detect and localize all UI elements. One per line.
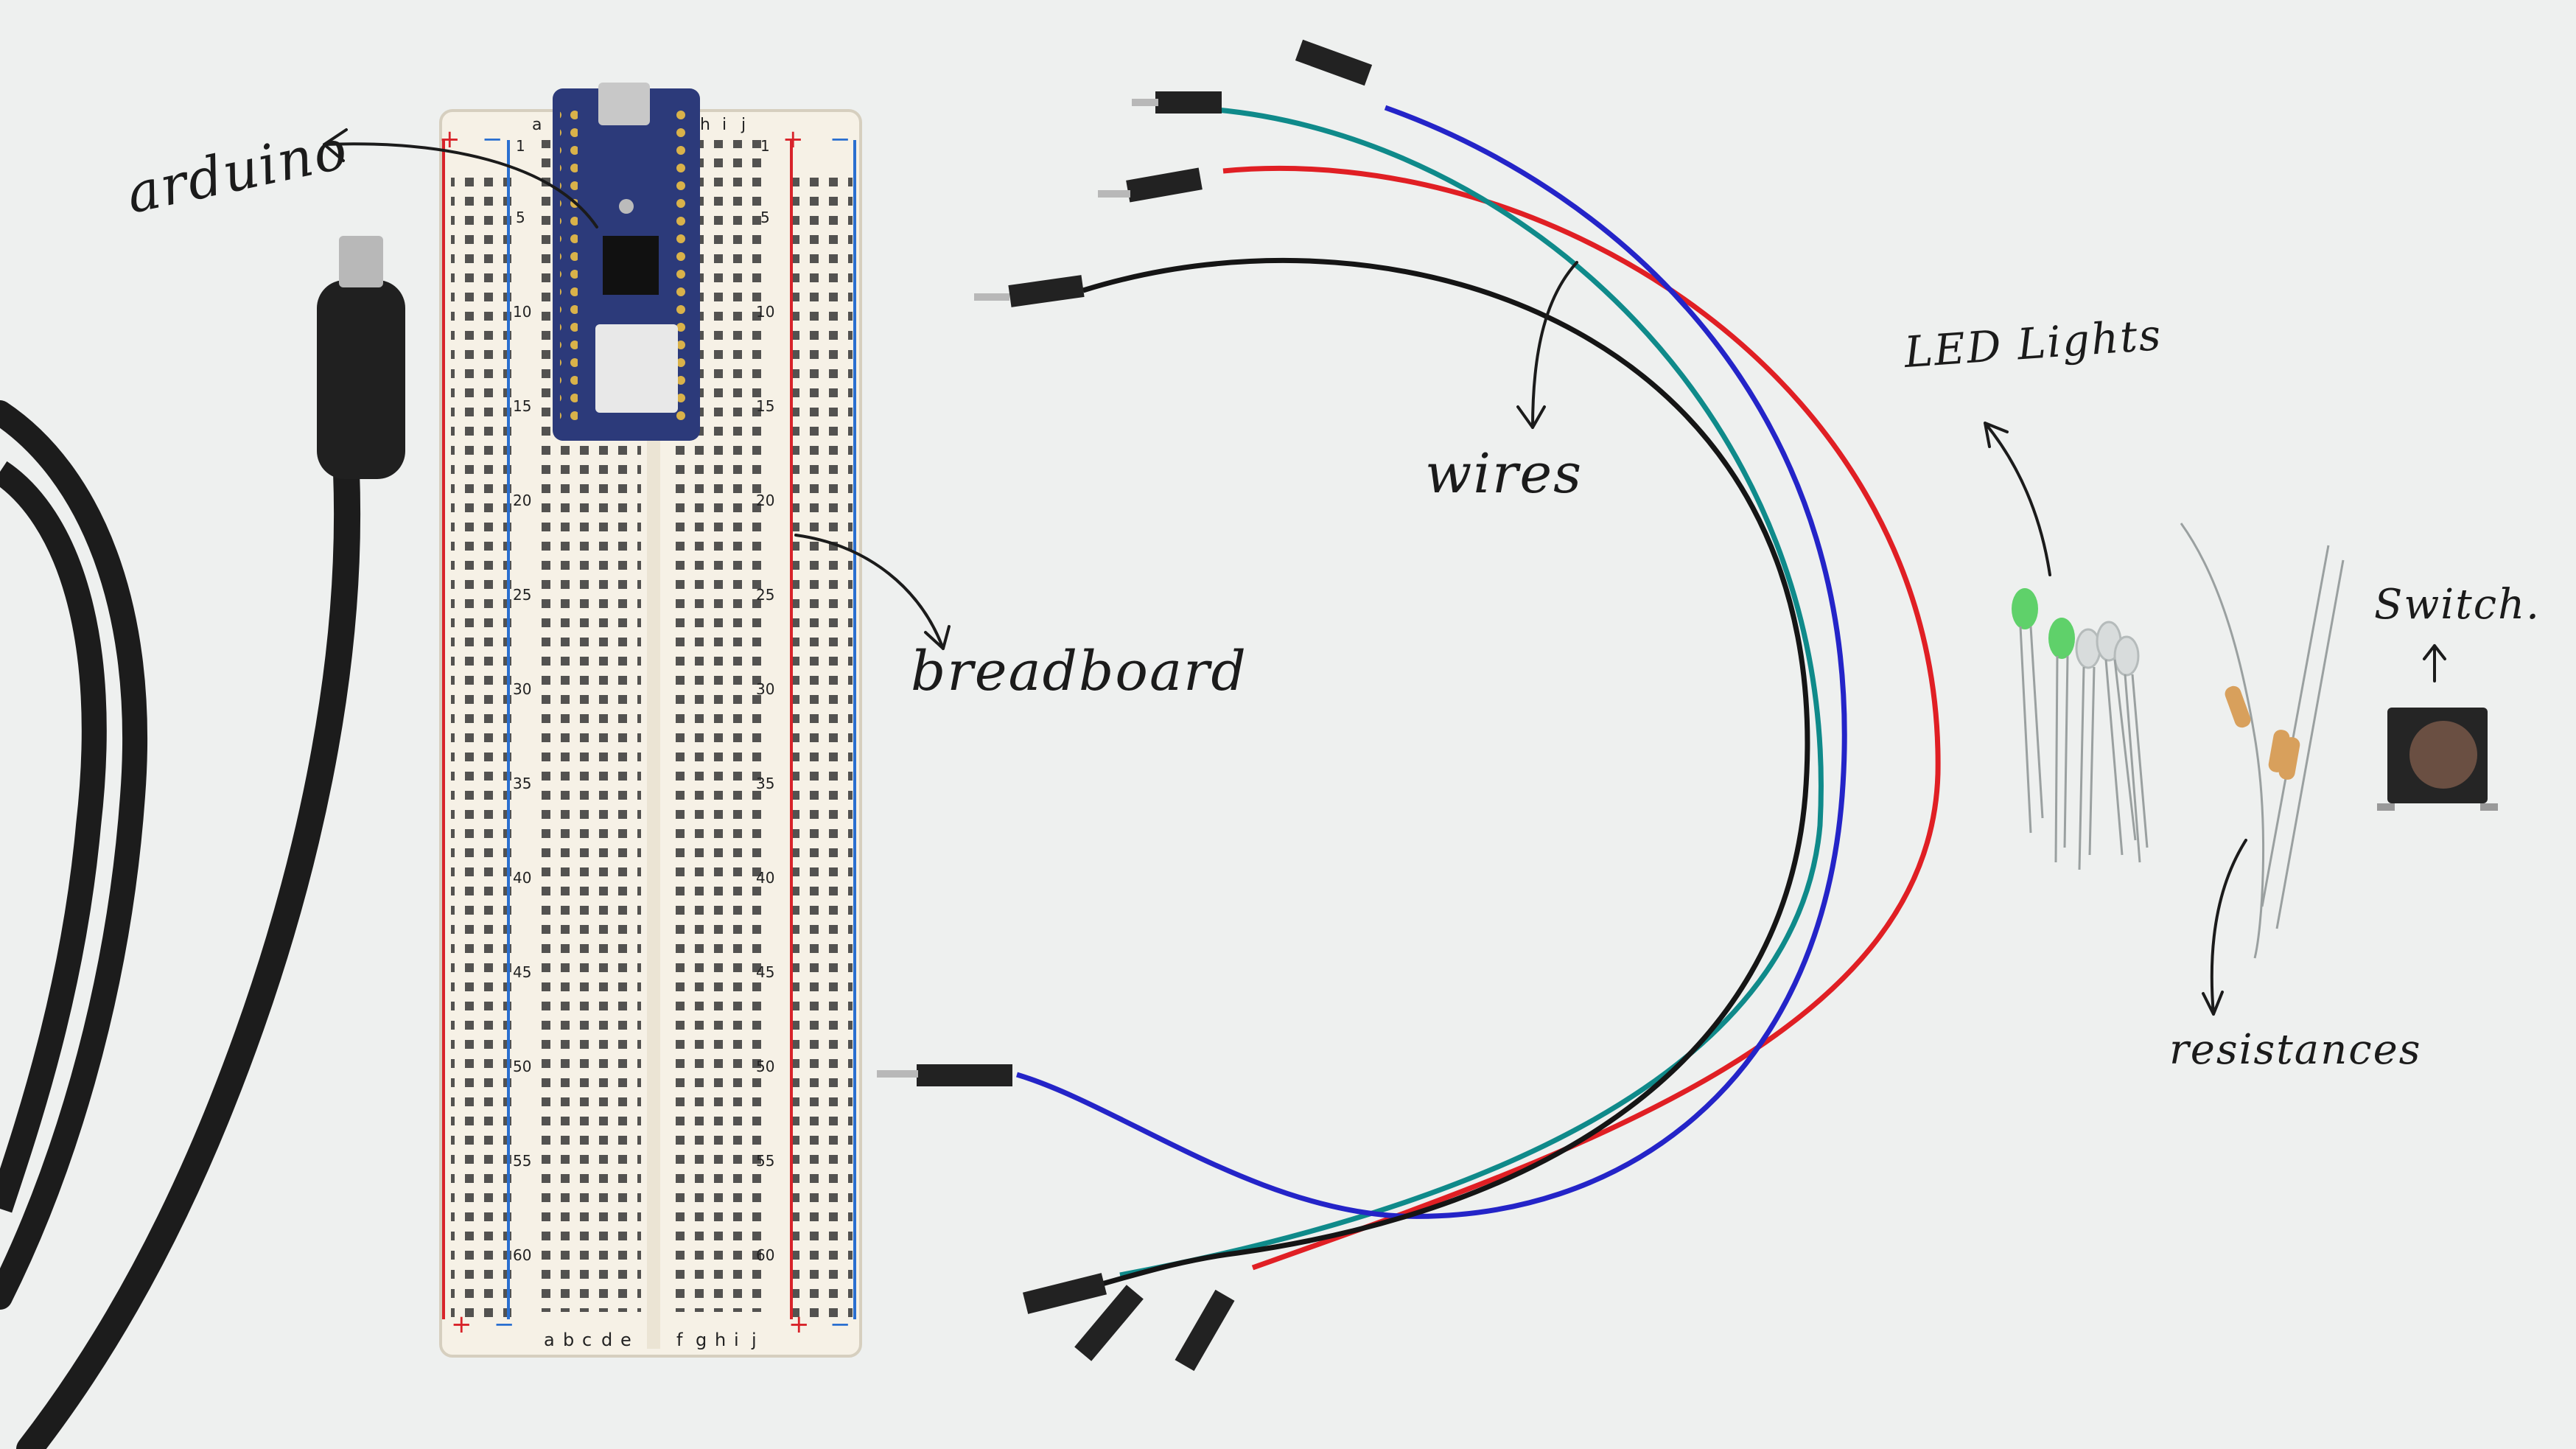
row-number: 60 <box>513 1246 531 1264</box>
column-letter: i <box>722 116 727 134</box>
column-letter: a <box>532 116 542 134</box>
column-letter: e <box>620 1330 631 1350</box>
column-letter: i <box>734 1330 739 1350</box>
row-number: 60 <box>756 1246 774 1264</box>
row-number: 55 <box>756 1152 774 1170</box>
usb-connector-body <box>317 280 405 479</box>
row-number: 10 <box>756 303 774 321</box>
row-number: 25 <box>756 586 774 604</box>
rail-plus-bottom-right: + <box>788 1310 810 1339</box>
row-number: 35 <box>513 775 531 792</box>
wire-pin-connector <box>1295 39 1373 86</box>
row-number: 40 <box>756 869 774 887</box>
row-number: 30 <box>513 680 531 698</box>
wire-pin-connector <box>1074 1285 1144 1361</box>
row-number: 45 <box>756 963 774 981</box>
wire-pin-connector <box>917 1064 1012 1086</box>
arduino-usb-port <box>598 83 650 125</box>
rail-plus-bottom-left: + <box>451 1310 472 1339</box>
column-letter: b <box>563 1330 574 1350</box>
arduino-nano-board <box>553 83 700 441</box>
row-number: 20 <box>513 492 531 509</box>
row-number: 35 <box>756 775 774 792</box>
wire-pin-tip <box>1132 99 1158 106</box>
resistor-body <box>2268 730 2290 772</box>
push-button-switch <box>2377 708 2498 811</box>
switch-cap <box>2409 721 2477 789</box>
rail-minus-top-left: − <box>482 125 503 154</box>
wire-connectors <box>877 39 1373 1372</box>
rail-minus-top-right: − <box>830 125 851 154</box>
column-letter: a <box>544 1330 555 1350</box>
wire-blue <box>1015 105 1847 1219</box>
led-clear <box>2075 628 2101 669</box>
arduino-wifi-module <box>595 324 678 413</box>
led-lights <box>2012 588 2149 870</box>
arduino-chip <box>603 236 659 295</box>
arrow-arduino <box>323 128 598 228</box>
jumper-wires <box>1015 105 1941 1294</box>
row-numbers-left: 1 5 10 15 20 25 30 35 40 45 50 55 60 <box>513 137 531 1264</box>
label-resistances: resistances <box>2169 1026 2422 1074</box>
row-number: 5 <box>516 209 525 226</box>
column-letter: j <box>751 1330 757 1350</box>
led-clear <box>2113 635 2140 677</box>
annotation-arrows <box>323 128 2446 1016</box>
wire-pin-connector <box>1126 167 1203 203</box>
row-number: 50 <box>513 1058 531 1075</box>
row-number: 20 <box>756 492 774 509</box>
led-green <box>2048 618 2075 659</box>
wire-pin-connector <box>1155 91 1222 114</box>
row-number: 55 <box>513 1152 531 1170</box>
wire-pin-connector <box>1175 1289 1235 1372</box>
arrow-wires <box>1516 261 1578 429</box>
rail-plus-top-right: + <box>783 125 804 154</box>
rail-minus-bottom-right: − <box>830 1310 851 1339</box>
row-number: 15 <box>513 397 531 415</box>
resistors <box>2180 523 2345 959</box>
resistor-body <box>2225 685 2251 728</box>
wire-pin-tip <box>877 1070 918 1078</box>
column-letter: f <box>676 1330 683 1350</box>
row-number: 1 <box>760 137 770 155</box>
usb-cable <box>0 236 405 1449</box>
row-number: 10 <box>513 303 531 321</box>
column-letter: g <box>696 1330 707 1350</box>
wire-black <box>1075 257 1810 1294</box>
column-letter: d <box>601 1330 612 1350</box>
row-number: 15 <box>756 397 774 415</box>
column-letters-top: a h i j <box>532 116 746 134</box>
label-switch: Switch. <box>2374 581 2541 629</box>
wire-pin-connector <box>1008 275 1085 307</box>
arrow-resistances <box>2202 839 2247 1016</box>
usb-connector-tip <box>339 236 383 287</box>
arrow-led-lights <box>1984 422 2051 576</box>
wire-pin-tip <box>974 293 1009 301</box>
row-number: 40 <box>513 869 531 887</box>
column-letter: h <box>700 116 710 134</box>
column-letter: h <box>715 1330 726 1350</box>
row-number: 25 <box>513 586 531 604</box>
row-number: 5 <box>760 209 770 226</box>
label-breadboard: breadboard <box>911 640 1247 703</box>
row-number: 30 <box>756 680 774 698</box>
row-number: 1 <box>516 137 525 155</box>
rail-minus-bottom-left: − <box>494 1310 515 1339</box>
wire-teal <box>1119 106 1824 1278</box>
arrow-switch <box>2423 644 2446 682</box>
led-green <box>2012 588 2038 629</box>
wire-pin-connector <box>1023 1273 1107 1314</box>
row-number: 50 <box>756 1058 774 1075</box>
column-letter: j <box>741 116 746 134</box>
arrow-breadboard <box>794 534 951 650</box>
wire-pin-tip <box>1098 190 1130 198</box>
column-letter: c <box>582 1330 592 1350</box>
row-numbers-right: 1 5 10 15 20 25 30 35 40 45 50 55 60 <box>756 137 774 1264</box>
label-wires: wires <box>1425 442 1583 506</box>
column-letters-bottom: a b c d e f g h i j <box>544 1330 757 1350</box>
row-number: 45 <box>513 963 531 981</box>
